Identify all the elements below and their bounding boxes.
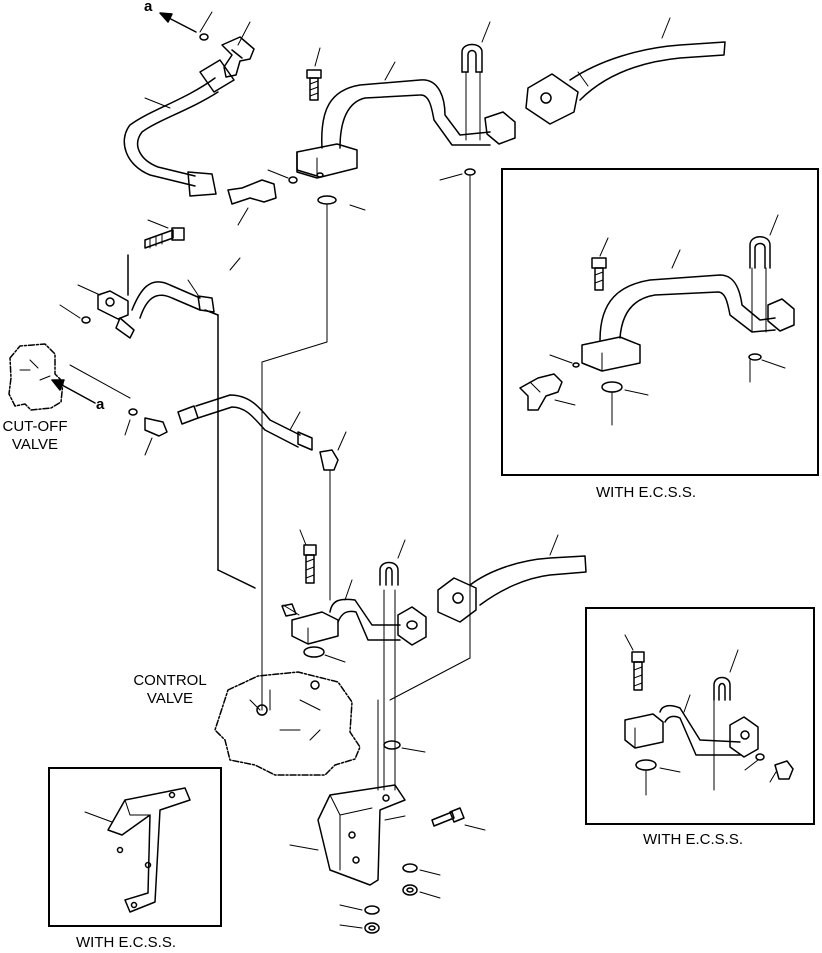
bolt-top bbox=[306, 47, 322, 101]
ref-label-top: a bbox=[144, 0, 153, 15]
inset-bottom-left bbox=[48, 767, 222, 927]
control-valve-outline bbox=[214, 671, 361, 776]
control-valve-label-line1: CONTROL bbox=[133, 672, 207, 689]
inset-top-right-caption: WITH E.C.S.S. bbox=[596, 484, 697, 501]
ref-arrow-side bbox=[51, 364, 131, 404]
inset-top-right bbox=[501, 168, 819, 476]
guide-lines bbox=[261, 175, 471, 711]
ref-arrow-top bbox=[159, 11, 213, 41]
inset-bottom-left-parts bbox=[84, 787, 191, 913]
ref-label-side: a bbox=[96, 396, 105, 413]
ring-bracket bbox=[377, 699, 426, 791]
hose-flange-top-right bbox=[525, 17, 726, 125]
hose-mid bbox=[124, 394, 313, 456]
cutoff-valve-label-line1: CUT-OFF bbox=[2, 418, 68, 435]
cutoff-valve-label-line2: VALVE bbox=[11, 436, 59, 453]
bolt-lower bbox=[299, 529, 317, 584]
fitting-mid-right bbox=[319, 431, 347, 601]
hose-flange-lower bbox=[437, 534, 587, 623]
bolt-bracket bbox=[431, 807, 486, 831]
elbow-fitting-top bbox=[221, 21, 255, 78]
hose-left-top bbox=[123, 59, 241, 271]
bracket-main bbox=[289, 784, 406, 886]
u-bolt-top bbox=[461, 21, 491, 141]
control-valve-label: CONTROL VALVE bbox=[120, 672, 220, 708]
washers-nuts bbox=[339, 863, 441, 934]
o-ring-top bbox=[317, 168, 476, 211]
inset-top-right-parts bbox=[519, 214, 795, 426]
elbow-fitting-mid bbox=[227, 169, 298, 226]
inset-bottom-right-caption: WITH E.C.S.S. bbox=[643, 831, 744, 848]
adapter-cutoff bbox=[59, 284, 135, 339]
u-bolt-lower bbox=[379, 539, 406, 791]
pipe-lower bbox=[281, 579, 427, 646]
o-ring-lower bbox=[303, 646, 346, 663]
cutoff-valve-outline bbox=[8, 343, 64, 411]
control-valve-label-line2: VALVE bbox=[146, 690, 194, 707]
pipe-top bbox=[296, 61, 516, 179]
bolt-left bbox=[127, 219, 185, 296]
inset-bottom-right bbox=[585, 607, 815, 825]
cutoff-valve-label: CUT-OFF VALVE bbox=[0, 418, 70, 454]
inset-bottom-left-caption: WITH E.C.S.S. bbox=[76, 934, 177, 951]
hose-cutoff bbox=[131, 279, 256, 589]
inset-bottom-right-parts bbox=[624, 634, 794, 796]
